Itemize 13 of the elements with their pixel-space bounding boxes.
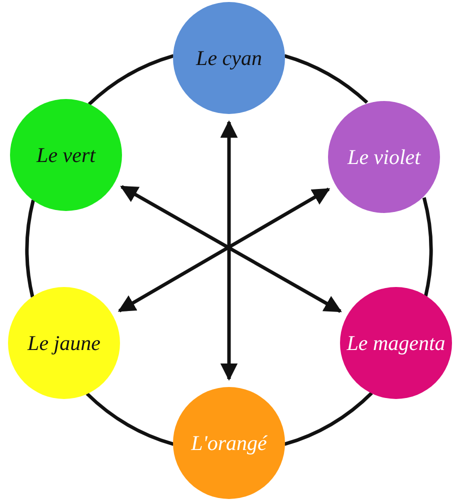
- connector-arc: [422, 197, 433, 296]
- connector-arc: [86, 392, 174, 446]
- color-name: Le cyan: [196, 46, 262, 70]
- connector-arc: [88, 54, 174, 106]
- connector-arc: [284, 392, 373, 446]
- double-arrow: [220, 120, 238, 381]
- connector-arc: [284, 54, 368, 104]
- color-name: Le magenta: [346, 330, 446, 356]
- color-name: L'orangé: [191, 430, 267, 456]
- color-name: Le vert: [36, 142, 96, 168]
- color-name: Le jaune: [28, 330, 100, 356]
- color-name: Le violet: [348, 144, 420, 170]
- connector-arc: [25, 200, 35, 298]
